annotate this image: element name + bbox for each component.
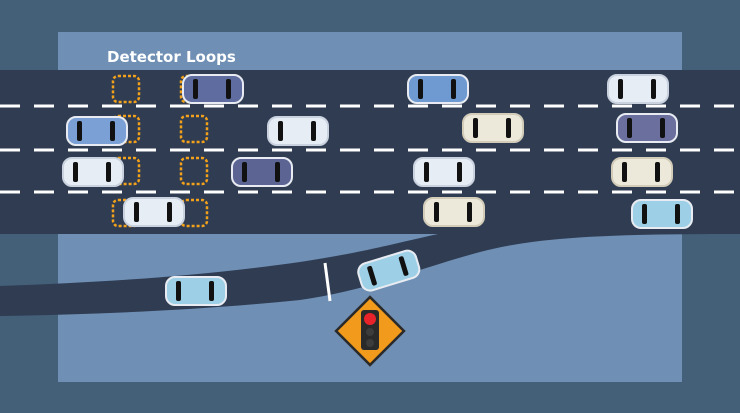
detector-loop [179,198,209,228]
detector-loops-label: Detector Loops [107,48,236,66]
highway-car [616,113,678,143]
highway-car [413,157,475,187]
highway-car [611,157,673,187]
detector-loop [111,156,141,186]
highway-car [62,157,124,187]
ramp-stop-line [323,262,332,302]
highway-car [423,197,485,227]
highway-car [462,113,524,143]
highway-car [607,74,669,104]
highway-car [407,74,469,104]
ramp-car-moving [165,276,227,306]
highway-car [267,116,329,146]
highway-car [123,197,185,227]
detector-loop [111,74,141,104]
detector-loop [179,114,209,144]
ramp-meter-signal-icon [334,295,406,367]
ramp-car-waiting [357,249,421,292]
highway-car [231,157,293,187]
detector-loop [179,156,209,186]
highway-car [631,199,693,229]
lane-markings [0,104,740,194]
highway-car [66,116,128,146]
highway-car [182,74,244,104]
